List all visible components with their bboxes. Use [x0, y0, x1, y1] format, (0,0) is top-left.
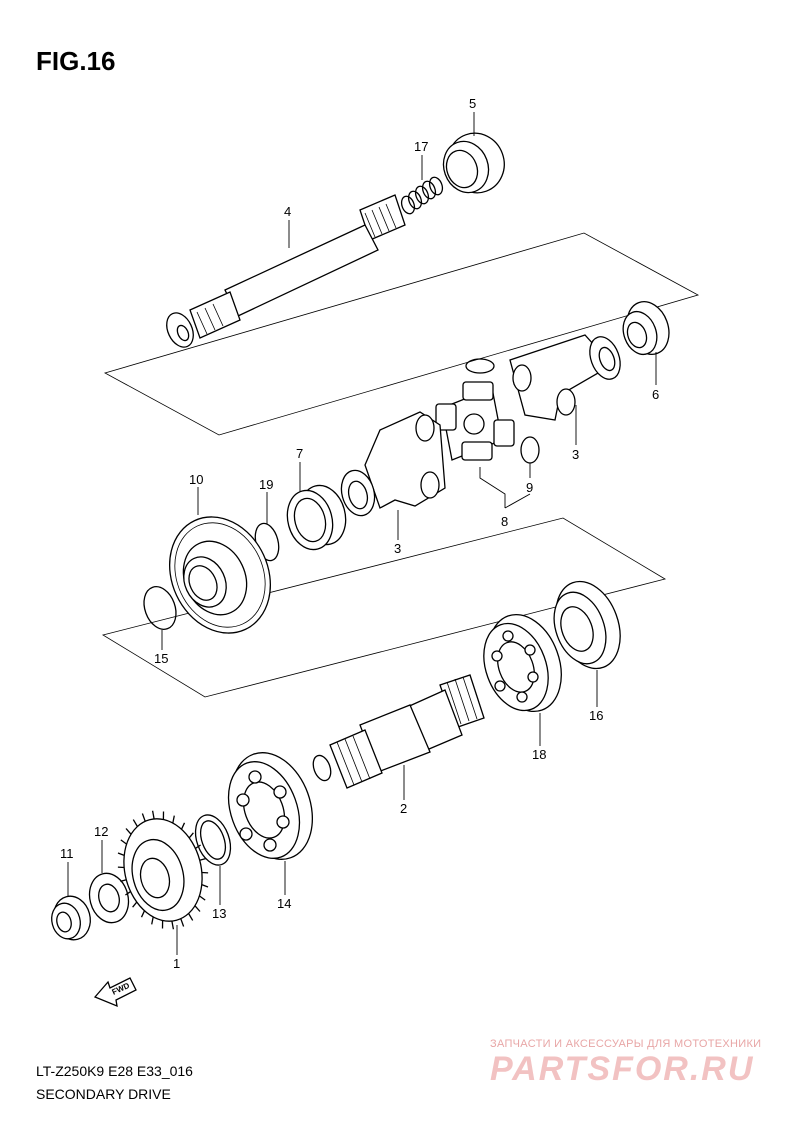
part-14-bearing[interactable] — [216, 741, 327, 870]
gear-tooth — [120, 839, 127, 845]
gear-tooth — [201, 883, 209, 888]
callout-3-upper[interactable]: 3 — [572, 447, 579, 462]
callout-13[interactable]: 13 — [212, 906, 226, 921]
gear-tooth — [171, 920, 175, 930]
fwd-arrow-icon: FWD — [93, 977, 137, 1008]
callout-16[interactable]: 16 — [589, 708, 603, 723]
gear-tooth — [125, 828, 132, 835]
part-12-washer[interactable] — [84, 869, 134, 927]
part-17-spring[interactable] — [399, 175, 444, 215]
figure-title: FIG.16 — [36, 46, 116, 76]
gear-tooth — [194, 905, 201, 912]
callout-18[interactable]: 18 — [532, 747, 546, 762]
callout-6[interactable]: 6 — [652, 387, 659, 402]
callout-17[interactable]: 17 — [414, 139, 428, 154]
part-18-bearing[interactable] — [472, 604, 574, 721]
callout-15[interactable]: 15 — [154, 651, 168, 666]
gear-tooth — [195, 844, 201, 849]
callout-14[interactable]: 14 — [277, 896, 291, 911]
section-name: SECONDARY DRIVE — [36, 1086, 171, 1102]
callout-4[interactable]: 4 — [284, 204, 291, 219]
upper-group-frame — [103, 232, 700, 436]
part-5-boot[interactable] — [436, 125, 512, 201]
gear-tooth — [117, 852, 125, 857]
gear-tooth — [188, 832, 194, 839]
gear-tooth — [140, 910, 146, 918]
callout-1[interactable]: 1 — [173, 956, 180, 971]
part-3-yoke-upper[interactable] — [509, 333, 626, 421]
watermark-logo: PARTSFOR.RU — [490, 1050, 755, 1088]
callout-7[interactable]: 7 — [296, 446, 303, 461]
gear-tooth — [199, 895, 206, 901]
gear-tooth — [141, 813, 146, 822]
gear-tooth — [199, 857, 206, 861]
circlip-upper[interactable] — [465, 358, 495, 374]
callout-19[interactable]: 19 — [259, 477, 273, 492]
callout-9[interactable]: 9 — [526, 480, 533, 495]
callout-5[interactable]: 5 — [469, 96, 476, 111]
gear-tooth — [172, 815, 175, 824]
callout-10[interactable]: 10 — [189, 472, 203, 487]
callout-2[interactable]: 2 — [400, 801, 407, 816]
part-11-nut[interactable] — [48, 892, 95, 944]
part-1-bevel-gear[interactable] — [113, 810, 213, 930]
callout-labels: 5 17 4 6 3 7 19 10 3 9 8 15 16 18 2 12 1… — [60, 96, 659, 971]
part-16-oil-seal[interactable] — [544, 572, 631, 677]
gear-tooth — [151, 916, 154, 925]
leader-lines — [67, 112, 657, 955]
gear-tooth — [151, 810, 155, 820]
callout-12[interactable]: 12 — [94, 824, 108, 839]
gear-tooth — [180, 822, 186, 830]
gear-tooth — [132, 901, 138, 908]
part-6-oil-seal[interactable] — [617, 296, 676, 360]
part-3-yoke-lower[interactable] — [337, 411, 446, 519]
part-15-o-ring[interactable] — [138, 582, 181, 634]
part-8-universal-joint[interactable] — [435, 381, 515, 461]
lower-group-frame — [101, 517, 667, 698]
gear-tooth — [188, 913, 194, 921]
part-10-gear-housing[interactable] — [151, 500, 289, 649]
model-code: LT-Z250K9 E28 E33_016 — [36, 1063, 193, 1079]
callout-3-lower[interactable]: 3 — [394, 541, 401, 556]
gear-tooth — [180, 918, 185, 927]
callout-8[interactable]: 8 — [501, 514, 508, 529]
part-4-propeller-shaft[interactable] — [162, 194, 406, 351]
gear-tooth — [132, 819, 138, 827]
part-7-bearing[interactable] — [281, 480, 352, 554]
watermark-tagline: ЗАПЧАСТИ И АКСЕССУАРЫ ДЛЯ МОТОТЕХНИКИ — [490, 1038, 762, 1050]
part-13-shim[interactable] — [189, 810, 237, 870]
part-2-drive-shaft[interactable] — [310, 674, 485, 789]
callout-11[interactable]: 11 — [60, 846, 74, 861]
part-9-circlip[interactable] — [520, 436, 540, 464]
